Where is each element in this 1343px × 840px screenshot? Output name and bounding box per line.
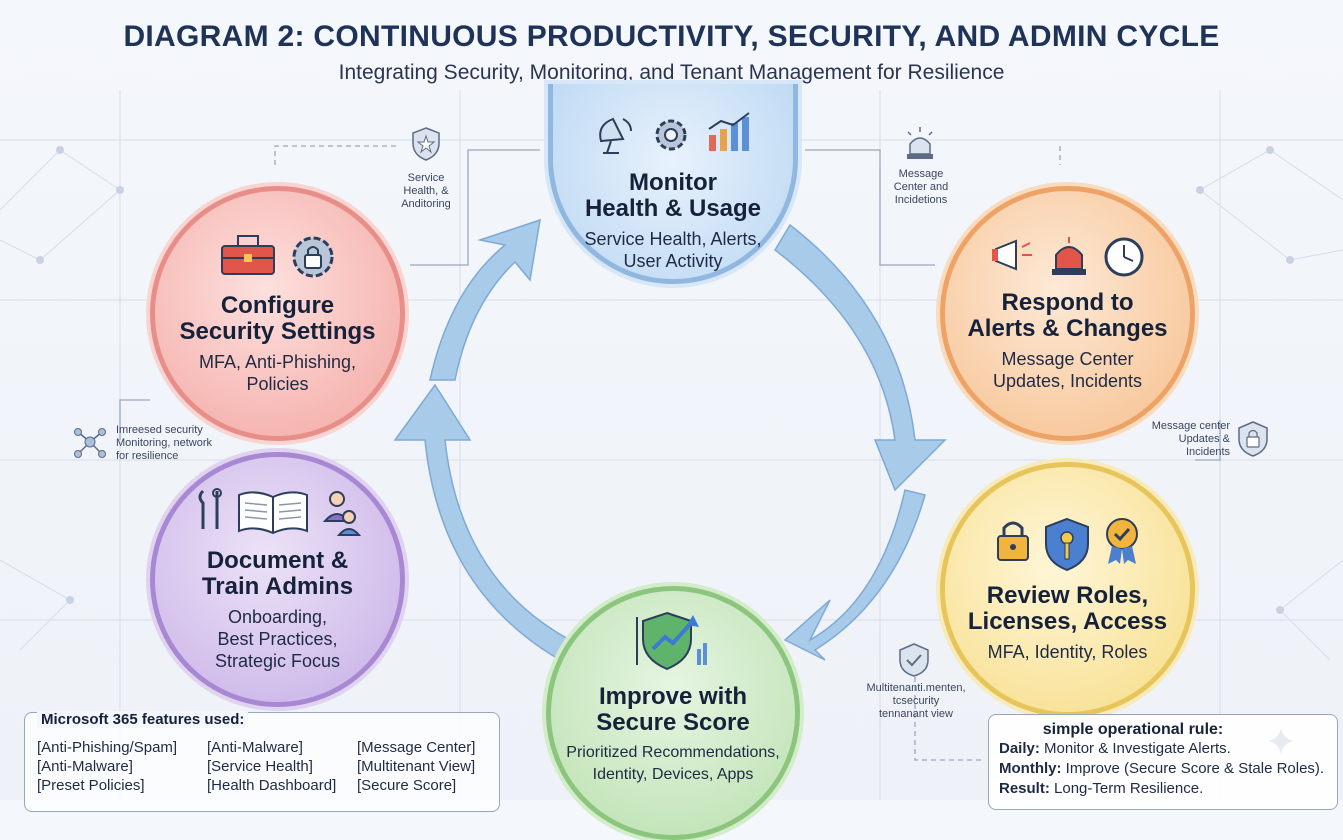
node-title-line1: Respond to xyxy=(1001,289,1134,316)
node-title-line2: Security Settings xyxy=(179,318,376,345)
node-title-line1: Document & xyxy=(206,547,349,574)
lock-gear-icon xyxy=(288,232,338,287)
node-subtitle-line2: Best Practices, xyxy=(217,629,338,649)
feature-item: [Multitenant View] xyxy=(357,758,476,775)
gear-icon xyxy=(647,111,695,164)
shield-key-icon xyxy=(1042,516,1092,577)
feature-item: [Anti-Phishing/Spam] xyxy=(37,739,178,756)
node-subtitle-line1: MFA, Anti-Phishing, xyxy=(198,352,357,372)
annotation-multitenant: Multitenanti.menten, tcsecurity tennanan… xyxy=(866,682,966,720)
megaphone-icon xyxy=(990,235,1036,284)
siren-icon xyxy=(1046,235,1092,284)
node-document-train: Document & Train Admins Onboarding, Best… xyxy=(150,452,405,707)
network-icon xyxy=(72,424,108,465)
node-title-line2: Alerts & Changes xyxy=(967,315,1168,342)
node-title-line2: Health & Usage xyxy=(584,195,762,222)
node-subtitle-line2: User Activity xyxy=(623,251,723,271)
feature-item: [Anti-Malware] xyxy=(37,758,133,775)
node-title-line1: Configure xyxy=(220,292,335,319)
shield-trend-icon xyxy=(633,609,713,678)
rule-title: simple operational rule: xyxy=(1042,721,1224,738)
node-subtitle-line1: MFA, Identity, Roles xyxy=(987,642,1148,662)
node-subtitle-line1: Message Center xyxy=(1001,349,1134,369)
node-title-line1: Monitor xyxy=(629,169,717,196)
feature-item: [Service Health] xyxy=(207,758,313,775)
node-title-line2: Secure Score xyxy=(596,709,750,736)
node-subtitle-line3: Strategic Focus xyxy=(214,651,341,671)
padlock-icon xyxy=(994,516,1032,577)
annotation-service-health: Service Health, & Anditoring xyxy=(401,172,451,210)
node-title-line2: Train Admins xyxy=(201,573,354,600)
feature-item: [Anti-Malware] xyxy=(207,739,303,756)
node-subtitle-line1: Onboarding, xyxy=(227,607,328,627)
shield-icon xyxy=(410,126,442,167)
node-configure-security: Configure Security Settings MFA, Anti-Ph… xyxy=(150,186,405,441)
feature-item: [Preset Policies] xyxy=(37,777,145,794)
rule-line-daily: Daily: Monitor & Investigate Alerts. xyxy=(999,740,1231,757)
operational-rule-panel: simple operational rule: Daily: Monitor … xyxy=(988,714,1338,810)
annotation-message-center-right: Message center Updates & Incidents xyxy=(1151,420,1230,458)
people-icon xyxy=(321,487,361,542)
diagram-title: DIAGRAM 2: CONTINUOUS PRODUCTIVITY, SECU… xyxy=(123,20,1220,53)
badge-icon xyxy=(1102,516,1142,577)
clock-icon xyxy=(1102,235,1146,284)
node-subtitle-line2: Identity, Devices, Apps xyxy=(592,766,754,783)
feature-item: [Message Center] xyxy=(357,739,476,756)
node-improve-secure-score: Improve with Secure Score Prioritized Re… xyxy=(546,586,800,840)
features-panel: Microsoft 365 features used: [Anti-Phish… xyxy=(24,711,500,812)
open-book-icon xyxy=(235,487,311,542)
feature-item: [Health Dashboard] xyxy=(207,777,337,794)
satellite-dish-icon xyxy=(593,111,637,164)
cycle-arrows xyxy=(393,218,947,662)
alarm-icon xyxy=(902,126,938,167)
node-subtitle-line2: Updates, Incidents xyxy=(992,371,1143,391)
node-title-line2: Licenses, Access xyxy=(967,608,1168,635)
tools-icon xyxy=(195,487,225,542)
node-monitor-health: Monitor Health & Usage Service Health, A… xyxy=(548,84,798,284)
shield-lock-icon xyxy=(1236,420,1270,463)
node-title-line1: Improve with xyxy=(598,683,748,710)
features-list: [Anti-Phishing/Spam] [Anti-Malware] [Mes… xyxy=(37,739,507,794)
annotation-security-monitoring: Imreesed security Monitoring, network fo… xyxy=(116,424,212,462)
diagram-subtitle: Integrating Security, Monitoring, and Te… xyxy=(338,61,1005,84)
rule-line-result: Result: Long-Term Resilience. xyxy=(999,780,1204,797)
bar-chart-icon xyxy=(705,111,753,164)
node-subtitle-line1: Prioritized Recommendations, xyxy=(566,744,780,761)
node-review-roles: Review Roles, Licenses, Access MFA, Iden… xyxy=(940,462,1195,717)
rule-line-monthly: Monthly: Improve (Secure Score & Stale R… xyxy=(999,760,1325,777)
node-subtitle-line2: Policies xyxy=(246,374,309,394)
toolbox-icon xyxy=(218,232,278,287)
shield-check-icon xyxy=(896,642,932,683)
feature-item: [Secure Score] xyxy=(357,777,457,794)
node-subtitle-line1: Service Health, Alerts, xyxy=(584,229,762,249)
background-network xyxy=(0,90,1343,800)
features-title: Microsoft 365 features used: xyxy=(37,711,249,728)
sparkle-icon xyxy=(1266,726,1296,761)
node-title-line1: Review Roles, xyxy=(986,582,1149,609)
annotation-message-center-top: Message Center and Incidetions xyxy=(893,168,949,206)
node-respond-alerts: Respond to Alerts & Changes Message Cent… xyxy=(940,186,1195,441)
